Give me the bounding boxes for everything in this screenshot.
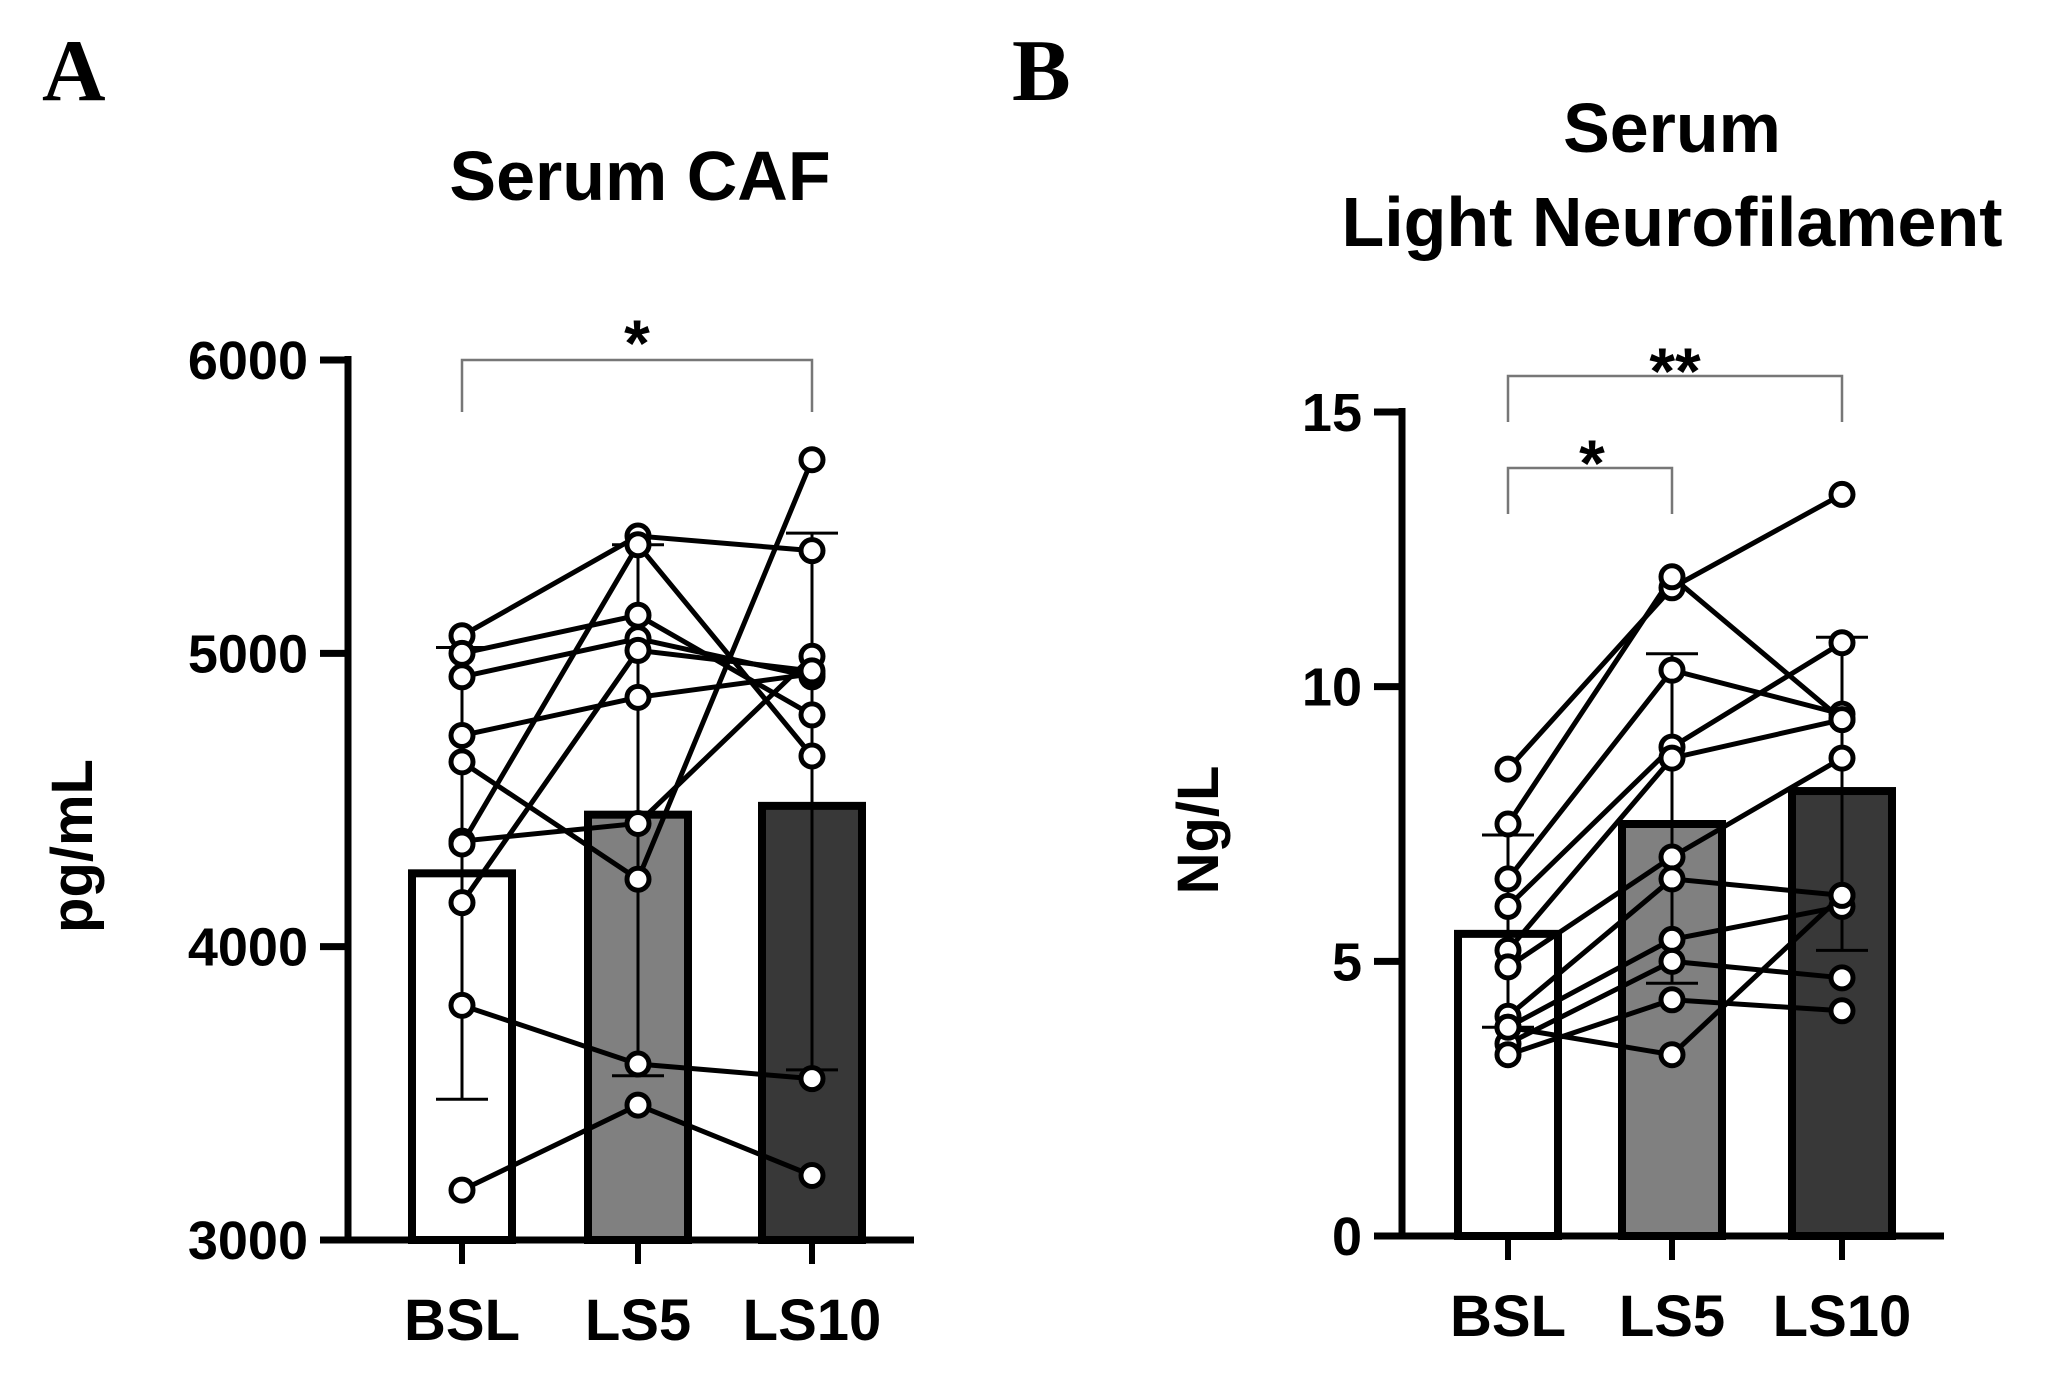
- panel-a-title: Serum CAF: [449, 137, 830, 215]
- panel-a-significance-label: *: [624, 306, 650, 380]
- panel-b-significance-bracket: *: [1506, 426, 1674, 514]
- panel-a-x-category-ls5: LS5: [585, 1288, 691, 1353]
- panel-a-subject-point: [624, 683, 652, 711]
- panel-b-subject-point: [1658, 563, 1686, 591]
- panel-a-x-categories: BSL LS5 LS10: [404, 1240, 881, 1353]
- panel-a-subject-point: [798, 742, 826, 770]
- panel-a-y-tick-label: 3000: [188, 1211, 308, 1271]
- panel-a-subject-point: [624, 531, 652, 559]
- panel-a-y-tick-label: 4000: [188, 918, 308, 978]
- panel-a-subject-points: [448, 446, 826, 1204]
- panel-b-subject-point: [1828, 629, 1856, 657]
- panel-a-subject-point: [448, 748, 476, 776]
- panel-b-letter: B: [1012, 23, 1071, 120]
- panel-b-x-categories: BSL LS5 LS10: [1450, 1236, 1911, 1349]
- panel-b-subject-point: [1658, 744, 1686, 772]
- panel-a-significance-bracket: *: [460, 306, 814, 412]
- panel-b-subject-point: [1658, 656, 1686, 684]
- panel-b-subject-point: [1658, 865, 1686, 893]
- panel-a-subject-point: [798, 446, 826, 474]
- panel-b-subject-point: [1828, 744, 1856, 772]
- panel-a-subject-point: [624, 601, 652, 629]
- panel-a-y-axis-label: pg/mL: [40, 759, 105, 933]
- panel-a-letter: A: [42, 23, 106, 120]
- panel-a-x-category-ls10: LS10: [743, 1288, 882, 1353]
- panel-b-subject-point: [1658, 925, 1686, 953]
- panel-a-subject-point: [448, 1176, 476, 1204]
- panel-b-subject-point: [1494, 892, 1522, 920]
- panel-b-subject-line: [1506, 492, 1844, 771]
- panel-b-x-category-bsl: BSL: [1450, 1284, 1566, 1349]
- panel-a-subject-point: [624, 1091, 652, 1119]
- panel-a-subject-point: [448, 991, 476, 1019]
- panel-b-subject-point: [1494, 755, 1522, 783]
- panel-b-y-ticks: 0 5 10 15: [1302, 383, 1402, 1267]
- panel-a-subject-point: [798, 1065, 826, 1093]
- panel-b-significance-label: *: [1579, 426, 1605, 500]
- panel-a-subject-point: [448, 721, 476, 749]
- panel-b-subject-point: [1658, 947, 1686, 975]
- panel-b-subject-point: [1494, 1041, 1522, 1069]
- panel-a-subject-point: [624, 1050, 652, 1078]
- panel-a-subject-point: [448, 889, 476, 917]
- panel-b-significance-label: **: [1649, 334, 1701, 408]
- panel-a-subject-point: [624, 865, 652, 893]
- panel-a-y-ticks: 3000 4000 5000 6000: [188, 331, 348, 1271]
- panel-b: B Serum Light Neurofilament Ng/L 051015 …: [1012, 23, 2003, 1349]
- panel-a-x-category-bsl: BSL: [404, 1288, 520, 1353]
- panel-b-y-tick-label: 15: [1302, 383, 1362, 443]
- panel-b-subject-points: [1494, 480, 1856, 1069]
- panel-a: A Serum CAF pg/mL 3000 4000 5000 6000 BSL LS…: [40, 23, 914, 1353]
- panel-b-subject-point: [1494, 953, 1522, 981]
- panel-b-subject-point: [1828, 881, 1856, 909]
- panel-a-subject-point: [798, 657, 826, 685]
- panel-b-subject-point: [1828, 964, 1856, 992]
- panel-b-y-tick-label: 5: [1332, 932, 1362, 992]
- panel-b-x-category-ls10: LS10: [1773, 1284, 1912, 1349]
- panel-b-title-line-1: Serum: [1563, 89, 1781, 167]
- panel-b-x-category-ls5: LS5: [1619, 1284, 1725, 1349]
- panel-a-subject-point: [448, 830, 476, 858]
- panel-b-subject-point: [1494, 1013, 1522, 1041]
- panel-b-subject-point: [1828, 997, 1856, 1025]
- panel-a-subject-point: [624, 809, 652, 837]
- panel-a-y-tick-label: 5000: [188, 624, 308, 684]
- panel-a-subject-point: [624, 636, 652, 664]
- panel-a-subject-point: [798, 537, 826, 565]
- panel-b-subject-point: [1658, 843, 1686, 871]
- panel-a-subject-point: [798, 701, 826, 729]
- panel-b-significance: ***: [1506, 334, 1844, 514]
- panel-b-subject-point: [1494, 865, 1522, 893]
- panel-a-axes: [344, 356, 914, 1244]
- panel-b-subject-point: [1658, 1041, 1686, 1069]
- panel-b-significance-bracket: **: [1506, 334, 1844, 422]
- panel-b-y-axis-label: Ng/L: [1166, 766, 1231, 895]
- panel-b-subject-point: [1828, 480, 1856, 508]
- panel-b-subject-point: [1494, 810, 1522, 838]
- panel-a-subject-point: [798, 1161, 826, 1189]
- panel-a-subject-point: [448, 639, 476, 667]
- panel-a-significance: *: [460, 306, 814, 412]
- panel-a-y-tick-label: 6000: [188, 331, 308, 391]
- panel-b-y-tick-label: 0: [1332, 1207, 1362, 1267]
- panel-b-subject-point: [1658, 986, 1686, 1014]
- panel-b-y-tick-label: 10: [1302, 658, 1362, 718]
- panel-a-subject-point: [448, 663, 476, 691]
- panel-b-subject-point: [1828, 706, 1856, 734]
- panel-b-title-line-2: Light Neurofilament: [1341, 183, 2002, 261]
